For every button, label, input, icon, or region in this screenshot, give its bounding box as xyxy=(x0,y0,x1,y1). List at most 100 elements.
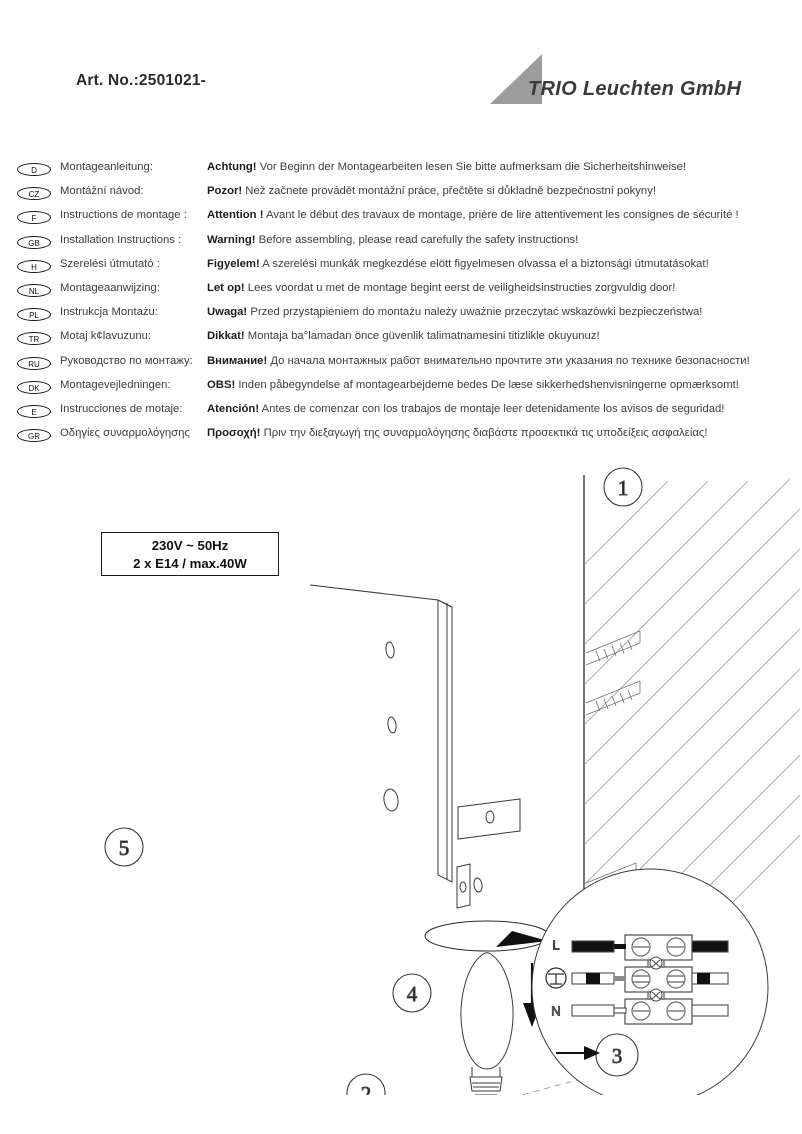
language-code-badge: NL xyxy=(17,283,51,297)
earth-symbol xyxy=(545,967,567,989)
language-warning-word: Figyelem! xyxy=(207,257,260,270)
language-warning-body: Avant le début des travaux de montage, p… xyxy=(263,209,739,222)
language-safety-text: Let op! Lees voordat u met de montage be… xyxy=(207,282,675,294)
language-title: Szerelési útmutató : xyxy=(60,257,160,270)
language-warning-word: Внимание! xyxy=(207,354,268,367)
language-warning-word: Atención! xyxy=(207,402,260,415)
language-title: Montagevejledningen: xyxy=(60,378,171,391)
language-warning-body: A szerelési munkák megkezdése elött figy… xyxy=(259,257,709,270)
language-title: Montageaanwijzing: xyxy=(60,281,160,294)
step-marker-4: 4 xyxy=(392,973,432,1013)
language-safety-text: Achtung! Vor Beginn der Montagearbeiten … xyxy=(207,161,686,173)
language-warning-body: Przed przystąpieniem do montażu należy u… xyxy=(247,306,703,319)
terminal-live-label: L xyxy=(552,938,559,953)
svg-text:4: 4 xyxy=(407,982,418,1006)
language-warning-body: Πριν την διεξαγωγή της συναρμολόγησης δι… xyxy=(260,427,708,440)
mounting-plate xyxy=(309,584,521,909)
language-title: Instructions de montage : xyxy=(60,209,187,222)
language-warning-body: Inden påbegyndelse af montagearbejderne … xyxy=(235,378,739,391)
language-warning-word: Pozor! xyxy=(207,185,243,198)
language-row: D Montageanleitung: Achtung! Vor Beginn de… xyxy=(0,160,802,184)
language-safety-text: Uwaga! Przed przystąpieniem do montażu n… xyxy=(207,306,702,318)
rotation-arrow-top xyxy=(424,920,550,952)
assembly-diagram: L N 1 2 xyxy=(0,455,802,1134)
language-row: RU Руководство по монтажу: Внимание! До на… xyxy=(0,354,802,378)
language-safety-text: Pozor! Než začnete provádět montážní prá… xyxy=(207,185,656,197)
language-safety-text: Figyelem! A szerelési munkák megkezdése … xyxy=(207,258,709,270)
language-row: F Instructions de montage : Attention ! Av… xyxy=(0,208,802,232)
language-code-badge: H xyxy=(17,259,51,273)
language-warning-body: Lees voordat u met de montage begint eer… xyxy=(244,281,676,294)
language-title: Installation Instructions : xyxy=(60,233,182,246)
language-row: H Szerelési útmutató : Figyelem! A szerelé… xyxy=(0,257,802,281)
language-safety-text: OBS! Inden påbegyndelse af montagearbejd… xyxy=(207,379,739,391)
language-warning-body: Montaja ba°lamadan önce güvenlik talimat… xyxy=(244,330,600,343)
language-row: NL Montageaanwijzing: Let op! Lees voordat… xyxy=(0,281,802,305)
article-number: Art. No.:2501021- xyxy=(76,72,207,89)
svg-text:5: 5 xyxy=(119,836,130,860)
terminal-neutral-label: N xyxy=(551,1004,560,1019)
wall-anchor xyxy=(585,630,641,666)
language-warning-word: Uwaga! xyxy=(207,306,248,319)
wall-surface xyxy=(583,475,801,946)
arrow-to-step-3 xyxy=(556,1046,600,1060)
step-marker-1: 1 xyxy=(603,467,643,507)
language-safety-text: Dikkat! Montaja ba°lamadan önce güvenlik… xyxy=(207,330,600,342)
language-warning-body: Vor Beginn der Montagearbeiten lesen Sie… xyxy=(256,161,687,173)
svg-text:3: 3 xyxy=(612,1044,623,1068)
svg-text:2: 2 xyxy=(361,1082,372,1095)
language-code-badge: RU xyxy=(17,356,51,370)
language-title: Οδηγίες συναρμολόγησης xyxy=(60,427,190,440)
language-warning-word: Let op! xyxy=(207,281,245,294)
language-code-badge: CZ xyxy=(17,187,51,201)
language-instruction-table: D Montageanleitung: Achtung! Vor Beginn de… xyxy=(0,160,802,450)
language-safety-text: Attention ! Avant le début des travaux d… xyxy=(207,209,739,221)
language-code-badge: GR xyxy=(17,429,51,443)
language-warning-word: Warning! xyxy=(207,233,256,246)
language-title: Instrucciones de motaje: xyxy=(60,402,183,415)
language-safety-text: Warning! Before assembling, please read … xyxy=(207,234,578,246)
language-warning-word: Dikkat! xyxy=(207,330,245,343)
language-warning-word: Achtung! xyxy=(207,161,257,173)
language-title: Руководство по монтажу: xyxy=(60,354,193,367)
language-code-badge: D xyxy=(17,163,51,176)
spec-lamp: 2 x E14 / max.40W xyxy=(133,556,247,571)
wiring-detail-callout: L N xyxy=(531,868,769,1106)
step-marker-5: 5 xyxy=(104,827,144,867)
language-safety-text: Προσοχή! Πριν την διεξαγωγή της συναρμολ… xyxy=(207,427,707,439)
language-code-badge: F xyxy=(17,211,51,225)
language-row: GB Installation Instructions : Warning! Be… xyxy=(0,233,802,257)
page-header: Art. No.:2501021- TRIO Leuchten GmbH xyxy=(0,0,802,135)
language-warning-body: Before assembling, please read carefully… xyxy=(255,233,579,246)
language-warning-word: Προσοχή! xyxy=(207,427,261,440)
language-code-badge: E xyxy=(17,404,51,418)
language-warning-word: Attention ! xyxy=(207,209,264,222)
language-row: PL Instrukcja Montażu: Uwaga! Przed przyst… xyxy=(0,305,802,329)
language-safety-text: Atención! Antes de comenzar con los trab… xyxy=(207,403,724,415)
language-warning-body: Antes de comenzar con los trabajos de mo… xyxy=(259,402,725,415)
svg-text:1: 1 xyxy=(618,476,629,500)
electrical-spec-box: 230V ~ 50Hz 2 x E14 / max.40W xyxy=(101,532,279,576)
logo-triangle-mark xyxy=(490,54,542,104)
trio-leuchten-logo: TRIO Leuchten GmbH xyxy=(470,52,742,114)
step-marker-3: 3 xyxy=(595,1033,639,1077)
language-row: GR Οδηγίες συναρμολόγησης Προσοχή! Πριν τη… xyxy=(0,426,802,450)
language-row: E Instrucciones de motaje: Atención! Antes… xyxy=(0,402,802,426)
wall-anchor xyxy=(585,680,641,716)
language-warning-body: Než začnete provádět montážní práce, pře… xyxy=(242,185,656,198)
logo-text: TRIO Leuchten GmbH xyxy=(528,78,742,100)
language-safety-text: Внимание! До начала монтажных работ вним… xyxy=(207,355,750,367)
step-marker-2: 2 xyxy=(346,1073,386,1113)
language-title: Montageanleitung: xyxy=(60,161,153,173)
assembly-diagram-svg: L N 1 2 xyxy=(104,467,801,1134)
language-title: Instrukcja Montażu: xyxy=(60,306,158,319)
language-warning-word: OBS! xyxy=(207,378,236,391)
language-title: Motaj k¢lavuzunu: xyxy=(60,330,152,343)
language-code-badge: GB xyxy=(17,235,51,249)
language-code-badge: PL xyxy=(17,308,51,322)
candle-bulb-top xyxy=(460,952,514,1109)
